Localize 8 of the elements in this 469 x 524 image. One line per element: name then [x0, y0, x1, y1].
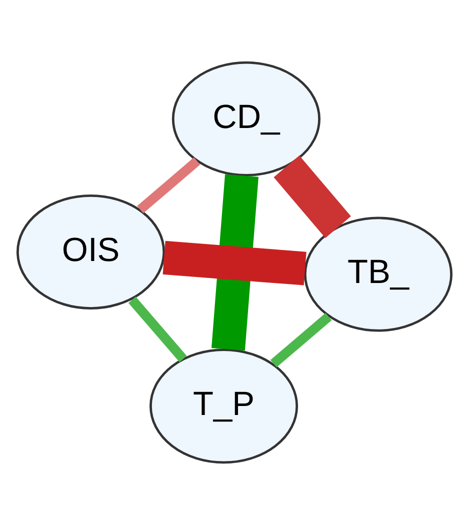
node-ellipse: CD_ [172, 60, 320, 176]
connector [162, 240, 306, 285]
connector [270, 312, 332, 367]
connector [128, 296, 187, 362]
node-ellipse: TB_ [304, 216, 453, 332]
connector [137, 156, 200, 213]
node-ellipse: T_P [149, 348, 298, 464]
node-ellipse: OIS [16, 194, 166, 309]
